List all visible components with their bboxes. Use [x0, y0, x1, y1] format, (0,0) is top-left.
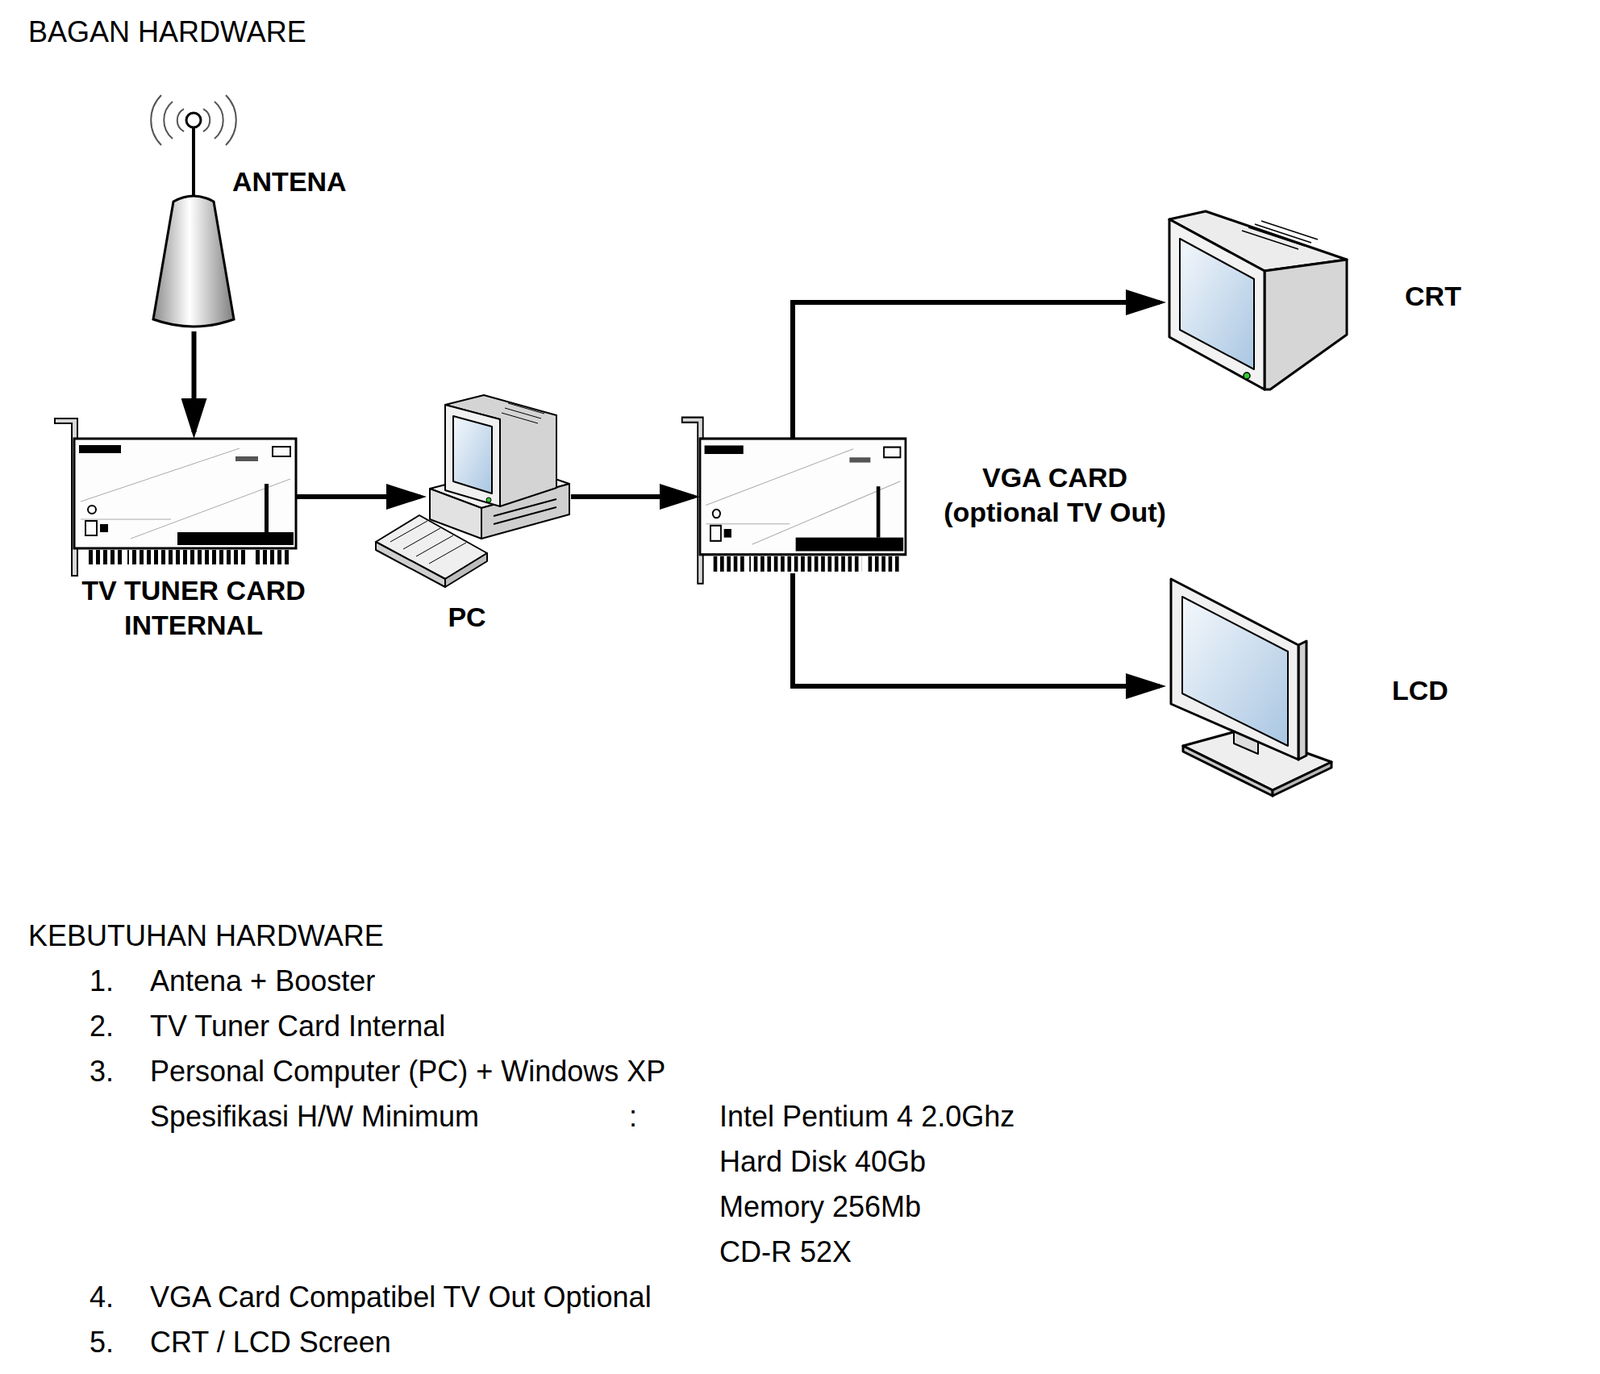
diagram-title: BAGAN HARDWARE: [28, 9, 307, 55]
hardware-list-text: Antena + Booster: [150, 958, 375, 1005]
pc-icon: [375, 395, 570, 588]
hardware-list-text: VGA Card Compatibel TV Out Optional: [150, 1275, 652, 1321]
hardware-list-text: 5.: [89, 1320, 114, 1366]
hardware-list-text: 2.: [89, 1004, 114, 1050]
hardware-list-text: 4.: [89, 1275, 114, 1321]
signal-arrow: [792, 302, 1160, 439]
device-label: CRT: [1384, 279, 1482, 314]
hardware-list-text: Intel Pentium 4 2.0Ghz: [719, 1094, 1015, 1140]
hardware-list-text: CRT / LCD Screen: [150, 1320, 392, 1366]
device-node: PC: [426, 395, 571, 539]
hardware-list-text: KEBUTUHAN HARDWARE: [28, 913, 384, 959]
tv-tuner-card-icon: [54, 418, 296, 576]
hardware-list-text: Hard Disk 40Gb: [719, 1139, 926, 1185]
hardware-list-text: Spesifikasi H/W Minimum: [150, 1094, 480, 1140]
hardware-list-text: :: [629, 1094, 638, 1140]
device-label: PC: [418, 600, 516, 635]
device-label: LCD: [1371, 673, 1469, 709]
vga-card-icon: [682, 417, 906, 584]
lcd-monitor-icon: [1170, 579, 1332, 796]
signal-arrow: [570, 494, 694, 500]
device-node: CRT: [1166, 212, 1347, 393]
device-node: LCD: [1166, 576, 1332, 796]
signal-arrow: [191, 331, 197, 433]
device-node: TV TUNER CARD INTERNAL: [74, 438, 296, 567]
hardware-list-text: Memory 256Mb: [719, 1184, 921, 1230]
hardware-list-text: 1.: [89, 958, 114, 1005]
signal-arrow: [792, 573, 1160, 687]
device-label: TV TUNER CARD INTERNAL: [64, 573, 323, 643]
signal-arrow: [295, 494, 421, 500]
hardware-list-text: 3.: [89, 1049, 114, 1095]
device-node: VGA CARD (optional TV Out): [700, 438, 906, 574]
device-node: ANTENA: [142, 91, 246, 332]
device-label: VGA CARD (optional TV Out): [929, 460, 1180, 530]
crt-monitor-icon: [1169, 211, 1347, 390]
antenna-icon: [150, 95, 237, 327]
hardware-list-text: Personal Computer (PC) + Windows XP: [150, 1049, 666, 1095]
hardware-list-text: TV Tuner Card Internal: [150, 1004, 446, 1050]
hardware-list-text: CD-R 52X: [719, 1229, 852, 1275]
device-label: ANTENA: [232, 164, 347, 200]
